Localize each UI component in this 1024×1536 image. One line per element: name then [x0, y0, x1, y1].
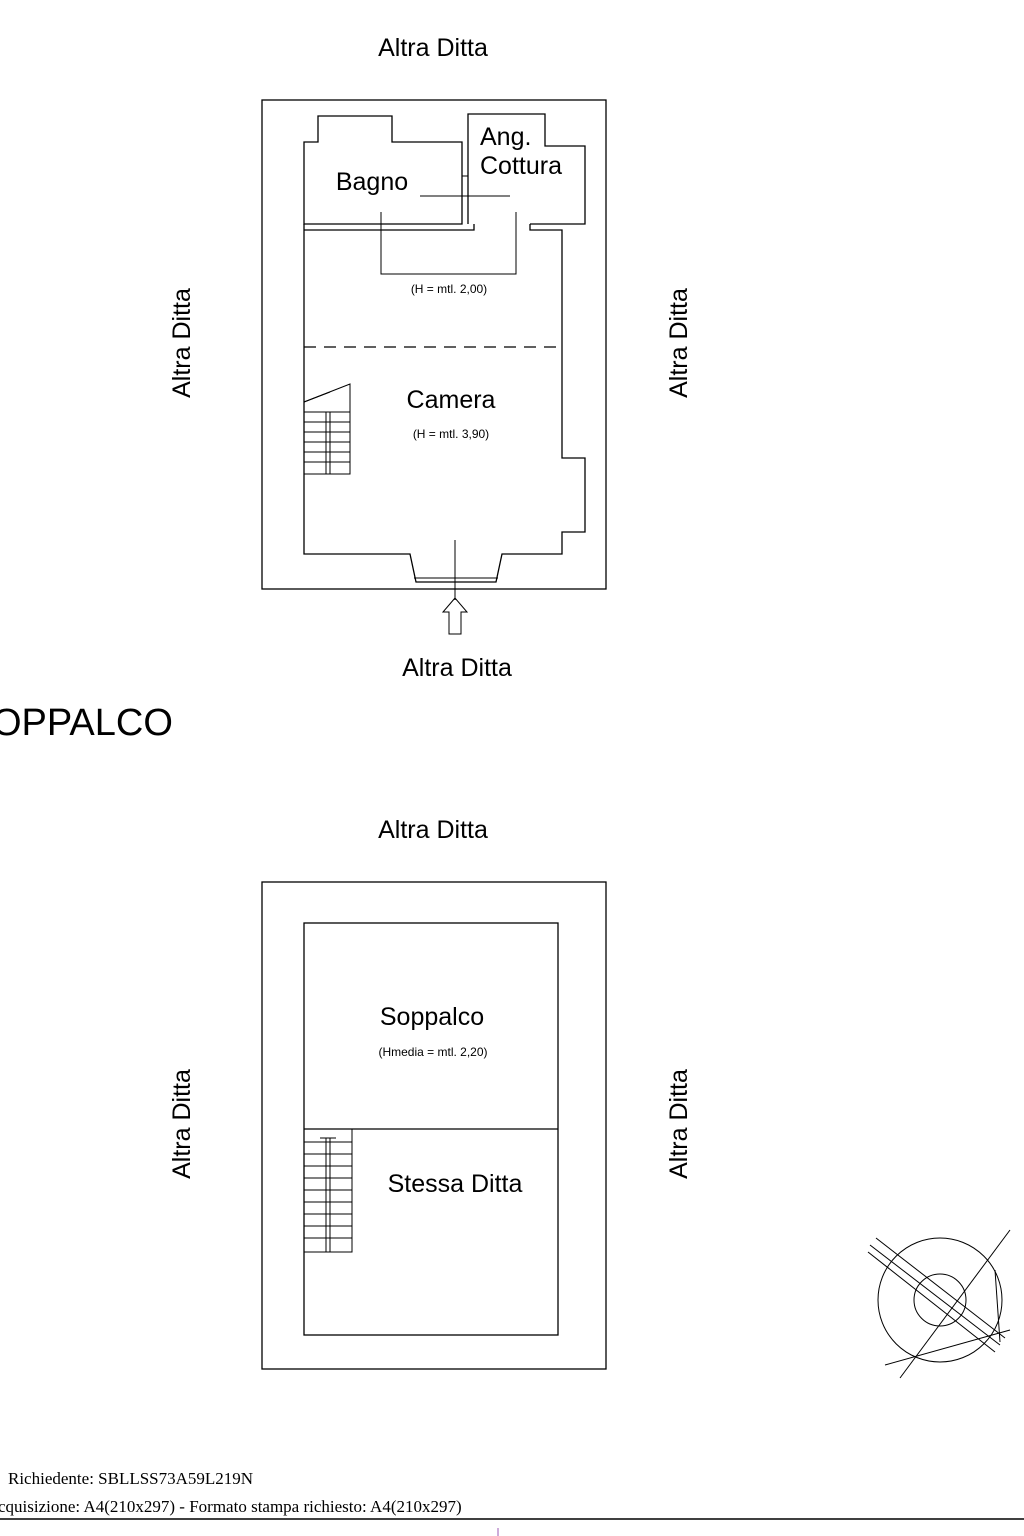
- footer-format: cquisizione: A4(210x297) - Formato stamp…: [0, 1497, 462, 1516]
- property-boundary: [261, 99, 607, 590]
- north-arrow-icon: [867, 1229, 1011, 1379]
- room-label-kitchenette-1: Ang.: [480, 123, 531, 151]
- height-note-main: (H = mtl. 3,90): [413, 427, 489, 441]
- staircase-ground: [303, 383, 351, 475]
- room-label-kitchenette-2: Cottura: [480, 152, 562, 180]
- section-title: OPPALCO: [0, 702, 173, 744]
- mezzanine-plan: Altra Ditta Altra Ditta Altra Ditta Sopp…: [168, 816, 693, 1370]
- staircase-mezzanine: [304, 1128, 353, 1253]
- bathroom-walls: [303, 115, 463, 225]
- neighbor-label-top: Altra Ditta: [378, 34, 488, 62]
- property-boundary-2: [261, 881, 607, 1370]
- kitchenette-walls: [467, 113, 586, 225]
- room-label-same-owner: Stessa Ditta: [388, 1170, 523, 1198]
- room-label-bathroom: Bagno: [336, 168, 408, 196]
- room-label-camera: Camera: [407, 386, 496, 414]
- neighbor-label-right-2: Altra Ditta: [665, 1069, 693, 1179]
- neighbor-label-bottom: Altra Ditta: [402, 654, 512, 682]
- room-label-mezzanine: Soppalco: [380, 1003, 484, 1031]
- height-note-low: (H = mtl. 2,00): [411, 282, 487, 296]
- neighbor-label-right: Altra Ditta: [665, 288, 693, 398]
- height-note-mezzanine: (Hmedia = mtl. 2,20): [378, 1045, 487, 1059]
- camera-walls: [303, 224, 586, 583]
- ground-floor-plan: Altra Ditta Altra Ditta Altra Ditta Altr…: [168, 34, 693, 682]
- footer-applicant: Richiedente: SBLLSS73A59L219N: [8, 1469, 253, 1488]
- neighbor-label-left-2: Altra Ditta: [168, 1069, 196, 1179]
- neighbor-label-left: Altra Ditta: [168, 288, 196, 398]
- footer: Richiedente: SBLLSS73A59L219N cquisizion…: [0, 1469, 1024, 1536]
- low-ceiling-outline: [380, 212, 517, 275]
- inner-partition: [304, 224, 475, 231]
- entrance-arrow-icon: [441, 597, 469, 635]
- neighbor-label-top-2: Altra Ditta: [378, 816, 488, 844]
